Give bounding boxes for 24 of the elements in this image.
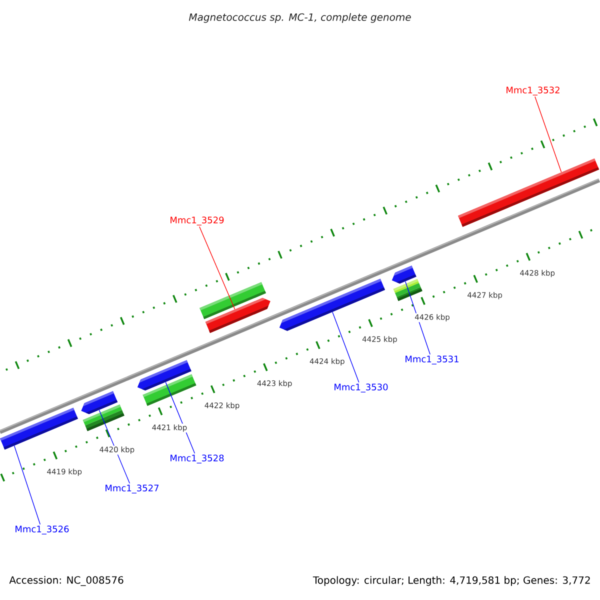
- footer-text: Accession: NC_008576: [9, 576, 124, 586]
- gene-label: Mmc1_3532: [506, 86, 560, 96]
- leader-line: [332, 312, 360, 383]
- title: Magnetococcus sp. MC-1, complete genome: [188, 13, 411, 23]
- gene-bar: [458, 158, 600, 227]
- leader-line: [405, 281, 430, 355]
- gene-bar: [393, 278, 422, 302]
- gene-label: Mmc1_3526: [16, 526, 69, 534]
- gene-label: Mmc1_3529: [170, 216, 224, 226]
- gene-label: Mmc1_3530: [334, 384, 388, 392]
- gene-bar: [82, 404, 124, 432]
- leader-line: [199, 226, 236, 310]
- footer-text: Topology: circular; Length: 4,719,581 bp; Genes: 3,772: [312, 576, 590, 586]
- gene-bar: [0, 408, 78, 450]
- gene-feature-block: [279, 278, 385, 331]
- gene-label: Mmc1_3527: [106, 484, 159, 494]
- leader-line: [534, 96, 562, 173]
- leader-line: [98, 410, 130, 484]
- gene-bar: [142, 374, 196, 406]
- gene-label: Mmc1_3531: [406, 356, 458, 364]
- leader-line: [14, 445, 40, 525]
- gene-label: Mmc1_3528: [170, 454, 224, 464]
- gene-feature-block: [392, 266, 416, 284]
- gene-feature-block: [205, 298, 270, 333]
